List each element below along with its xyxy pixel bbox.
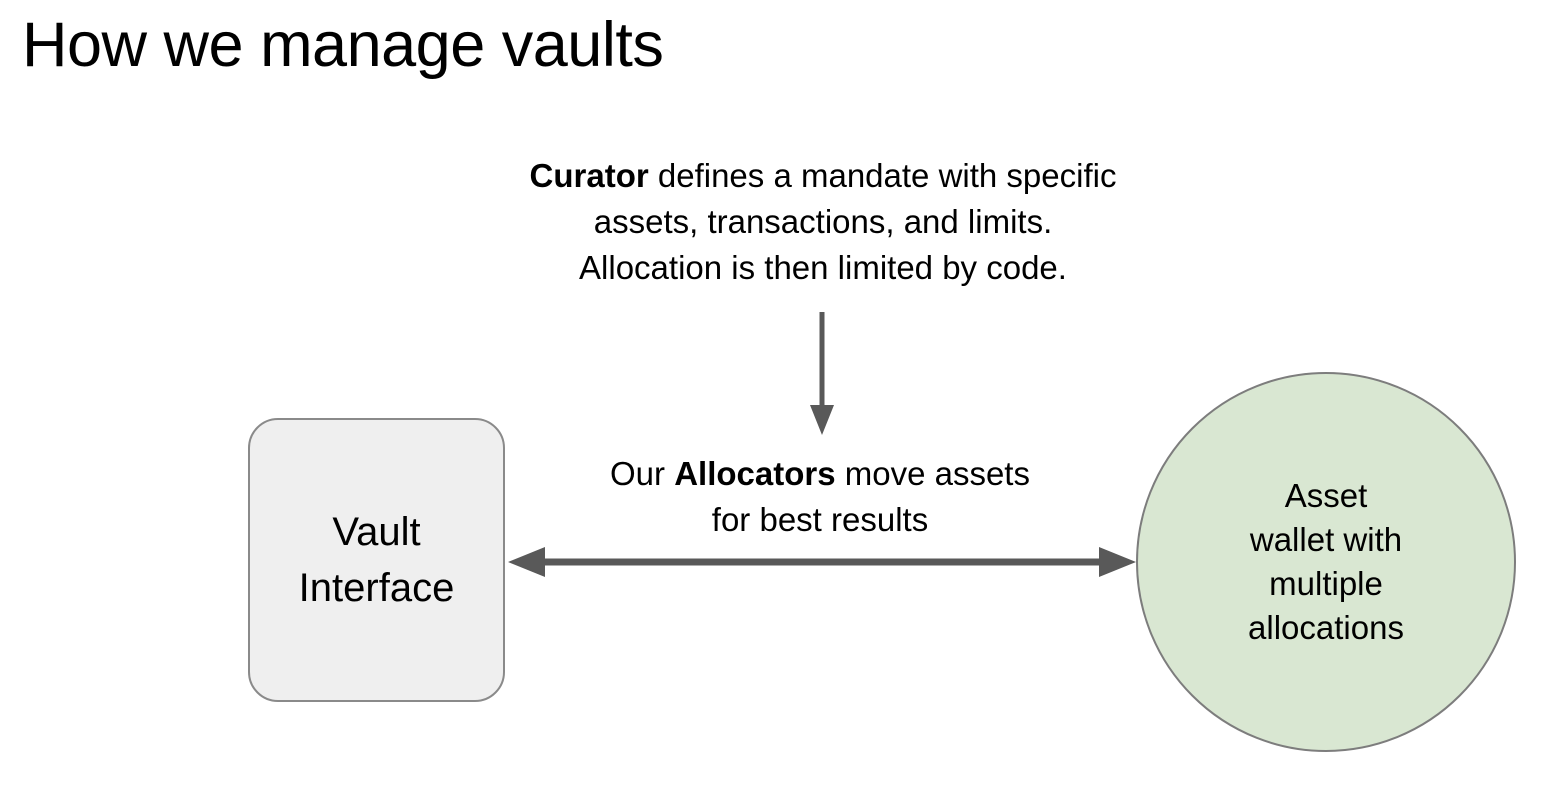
allocator-annotation-line1: Our Allocators move assets <box>610 455 1030 492</box>
curator-annotation-line2: assets, transactions, and limits. <box>593 203 1053 240</box>
allocator-bold-word: Allocators <box>674 455 836 492</box>
page-title: How we manage vaults <box>22 10 664 80</box>
asset-wallet-label: Asset wallet with multiple allocations <box>1248 477 1404 646</box>
down-arrow-connector <box>810 312 834 435</box>
horizontal-double-arrow-connector <box>508 547 1136 577</box>
curator-bold-word: Curator <box>529 157 649 194</box>
down-arrow-shaft <box>819 312 825 408</box>
vault-interface-label: Vault Interface <box>298 510 455 610</box>
curator-annotation-line3: Allocation is then limited by code. <box>579 249 1067 286</box>
allocator-annotation-line2: for best results <box>711 501 929 538</box>
curator-annotation-line1: Curator defines a mandate with specific <box>529 157 1117 194</box>
right-arrowhead-icon <box>1099 547 1136 577</box>
asset-wallet-node: Asset wallet with multiple allocations <box>1136 372 1516 752</box>
vault-interface-node: Vault Interface <box>248 418 505 702</box>
curator-annotation: Curator defines a mandate with specific … <box>423 153 1223 291</box>
down-arrowhead-icon <box>810 405 834 435</box>
left-arrowhead-icon <box>508 547 545 577</box>
allocator-annotation: Our Allocators move assets for best resu… <box>420 451 1220 543</box>
